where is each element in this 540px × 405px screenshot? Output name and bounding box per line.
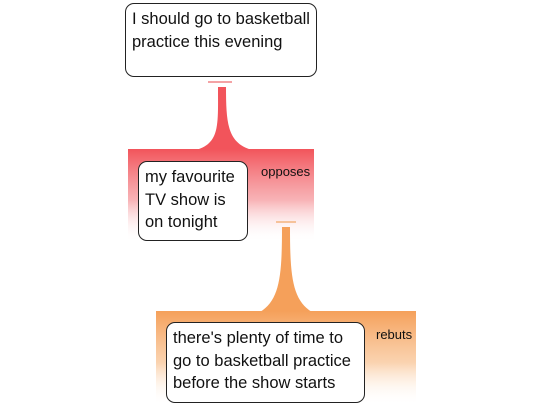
opposing-claim-box[interactable]: my favourite TV show is on tonight <box>138 161 248 241</box>
opposing-claim-text: my favourite TV show is on tonight <box>145 168 235 231</box>
root-claim-text: I should go to basketball practice this … <box>132 10 310 51</box>
root-claim-box[interactable]: I should go to basketball practice this … <box>125 3 317 77</box>
rebuts-label: rebuts <box>376 327 413 342</box>
rebuttal-claim-box[interactable]: there's plenty of time to go to basketba… <box>166 322 365 403</box>
opposes-stem <box>196 87 252 150</box>
opposes-label: opposes <box>261 164 311 179</box>
rebuttal-claim-text: there's plenty of time to go to basketba… <box>173 329 351 392</box>
rebuts-stem <box>260 227 312 312</box>
